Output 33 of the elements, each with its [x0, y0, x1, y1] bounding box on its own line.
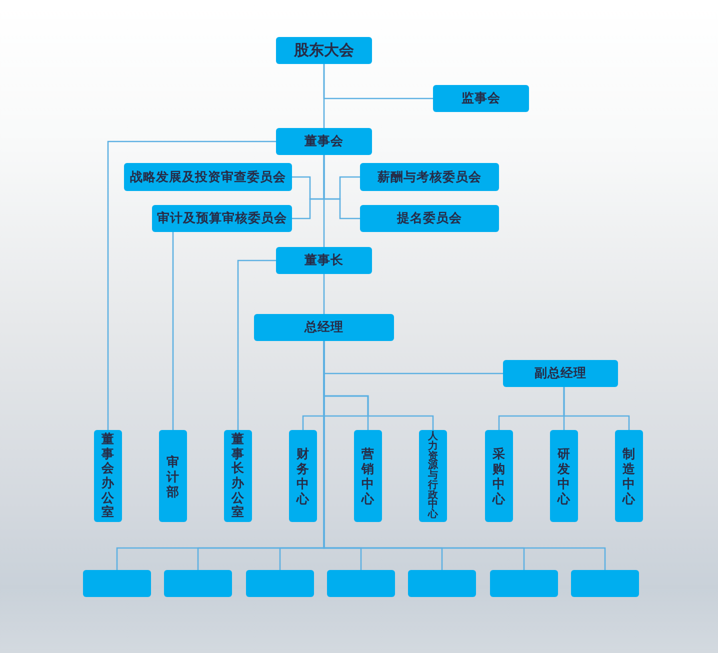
department-box: 人力资源与行政中心 [419, 430, 447, 522]
org-box [490, 570, 558, 597]
org-box: 战略发展及投资审查委员会 [124, 163, 292, 191]
org-box: 提名委员会 [360, 205, 499, 232]
department-box: 制造中心 [615, 430, 643, 522]
connector-line [107, 140, 276, 430]
org-box: 审计及预算审核委员会 [152, 205, 292, 232]
org-box: 总经理 [254, 314, 394, 341]
connector-line [563, 387, 630, 430]
org-box: 股东大会 [276, 37, 372, 64]
department-box: 董事会办公室 [94, 430, 122, 522]
connector-line [323, 155, 360, 220]
org-box: 董事会 [276, 128, 372, 155]
org-box: 薪酬与考核委员会 [360, 163, 499, 191]
department-box: 董事长办公室 [224, 430, 252, 522]
connector-line [323, 64, 433, 100]
department-box: 采购中心 [485, 430, 513, 522]
department-box: 财务中心 [289, 430, 317, 522]
org-box [571, 570, 639, 597]
department-box: 研发中心 [550, 430, 578, 522]
department-box: 营销中心 [354, 430, 382, 522]
org-box [246, 570, 314, 597]
org-box [327, 570, 395, 597]
connector-line [172, 231, 174, 430]
org-box: 监事会 [433, 85, 529, 112]
org-box [164, 570, 232, 597]
org-box [83, 570, 151, 597]
connector-line [237, 260, 276, 430]
department-box: 审计部 [159, 430, 187, 522]
org-box [408, 570, 476, 597]
org-box: 董事长 [276, 247, 372, 274]
connector-line [323, 273, 325, 314]
org-box: 副总经理 [503, 360, 618, 387]
